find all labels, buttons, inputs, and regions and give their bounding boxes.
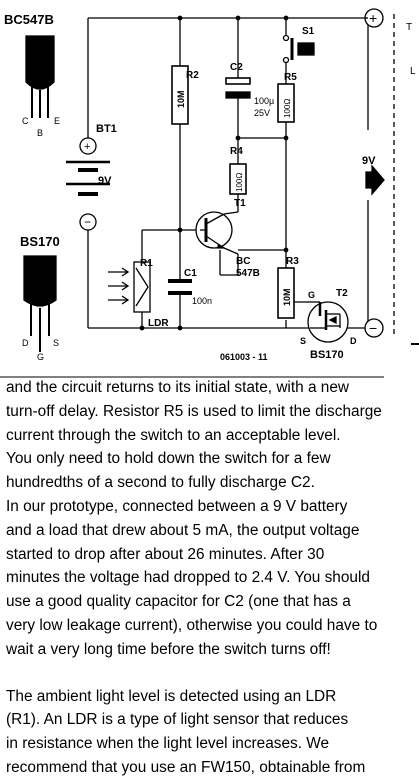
bc547b-package: BC547B C B E [4,12,60,138]
output-voltage: 9V [362,155,376,167]
c1-value: 100n [192,296,212,306]
article-line: in resistance when the light level incre… [6,735,330,753]
battery-minus: − [84,215,91,229]
switch-s1: S1 [282,26,315,64]
battery-plus: + [84,141,90,153]
c2-ref: C2 [230,62,243,73]
r5-ref: R5 [284,72,297,83]
bs170-package: BS170 D G S [20,234,60,362]
transistor-t1: T1 BC 547B [195,198,260,279]
output-minus: − [369,320,377,336]
article-line: recommend that you use an FW150, obtaina… [6,758,366,776]
capacitor-c1: C1 100n [168,268,212,306]
battery-value: 9V [98,175,112,187]
ldr-r1: R1 LDR [108,258,169,329]
resistor-r5: 100Ω R5 [277,72,297,123]
load-edge-mark: T [406,22,412,33]
article-line: You only need to hold down the switch fo… [6,450,331,468]
figure-code: 061003 - 11 [220,352,268,362]
capacitor-c2: C2 100µ 25V [225,62,274,118]
r4-ref: R4 [230,146,243,157]
article-text: and the circuit returns to its initial s… [6,376,419,780]
article-line: hundredths of a second to fully discharg… [6,474,315,492]
c1-ref: C1 [184,268,197,279]
article-line: and the circuit returns to its initial s… [6,379,350,396]
battery-bt1: + − BT1 9V [66,123,117,231]
resistor-r4: 100Ω R4 [229,146,247,195]
s1-ref: S1 [302,26,315,37]
article-line: In our prototype, connected between a 9 … [6,497,348,515]
t2-pin-s: S [300,336,306,346]
bs170-pin-s: S [53,338,59,348]
bs170-title: BS170 [20,234,60,249]
article-line: wait a very long time before the switch … [6,640,331,658]
transistor-t2: T2 G S D BS170 [300,288,357,361]
r5-value: 100Ω [283,99,292,118]
wires [87,17,369,329]
t1-ref: T1 [234,198,246,209]
r2-label: R2 [186,70,199,81]
article-line: very low leakage current), otherwise you… [6,616,378,634]
article-line: and a load that drew about 5 mA, the out… [6,521,360,539]
output-plus: + [369,10,377,26]
article-line: turn-off delay. Resistor R5 is used to l… [6,402,382,420]
t2-pin-d: D [350,336,357,346]
r3-ref: R3 [286,256,299,267]
t1-type1: BC [236,256,250,267]
bs170-pin-g: G [37,352,44,362]
junction-dots [139,15,289,331]
r4-value: 100Ω [235,173,244,192]
r3-value: 10M [282,288,292,306]
battery-ref: BT1 [96,123,117,135]
bc547b-pin-b: B [37,128,43,138]
t2-ref: T2 [336,288,348,299]
c2-value1: 100µ [254,96,274,106]
load-edge-mark2: L [410,66,416,77]
ldr-type: LDR [148,318,169,329]
output-terminals: + − 9V T L [362,8,419,345]
c2-value2: 25V [254,108,270,118]
bs170-pin-d: D [22,338,29,348]
resistor-r3: 10M R3 [277,256,299,319]
bc547b-title: BC547B [4,12,54,27]
circuit-schematic: BC547B C B E BS170 D G S [0,8,419,378]
t1-type2: 547B [236,268,260,279]
ldr-ref: R1 [140,258,153,269]
r2-value: 10M [176,90,186,108]
bc547b-pin-e: E [54,116,60,126]
t2-type: BS170 [310,349,344,361]
article-line: current through the switch to an accepta… [6,426,341,444]
article-line: minutes the voltage had dropped to 2.4 V… [6,569,370,587]
article-line: use a good quality capacitor for C2 (one… [6,593,351,611]
t2-pin-g: G [308,290,315,300]
resistor-r2: 10M R2 [171,65,189,125]
article-line: The ambient light level is detected usin… [6,687,337,705]
article-line: (R1). An LDR is a type of light sensor t… [6,711,349,729]
bc547b-pin-c: C [22,116,29,126]
article-line: started to drop after about 26 minutes. … [6,545,325,563]
